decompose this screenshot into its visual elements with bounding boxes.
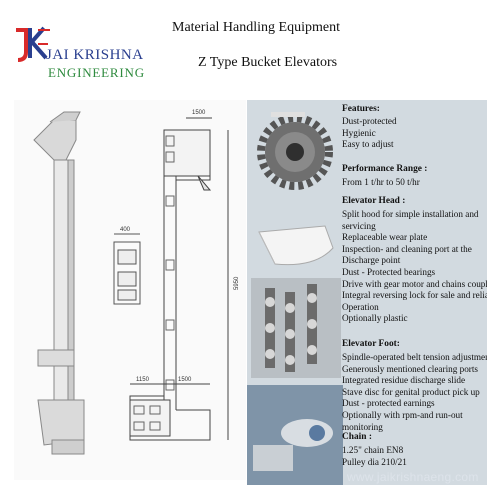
features-list: Dust-protected Hygienic Easy to adjust	[342, 116, 487, 151]
elevator-foot-photo	[247, 385, 343, 485]
performance-heading: Performance Range :	[342, 164, 428, 174]
list-item: Dust-protected	[342, 116, 397, 126]
elevator-foot-heading: Elevator Foot:	[342, 339, 400, 349]
chain-photo	[251, 278, 341, 378]
bucket-detail	[113, 233, 141, 305]
sprocket-photo	[253, 110, 337, 190]
list-item: Hygienic	[342, 127, 376, 138]
list-item: Pulley dia 210/21	[342, 456, 407, 467]
elevator-foot-list: Spindle-operated belt tension adjustment…	[342, 352, 487, 433]
list-item: Replaceable wear plate	[342, 232, 428, 243]
company-name: JAI KRISHNA	[46, 47, 144, 63]
company-division: ENGINEERING	[48, 65, 145, 80]
list-item: Split hood for simple installation and	[342, 209, 479, 219]
list-item: servicing	[342, 220, 376, 231]
list-item: 1.25" chain EN8	[342, 445, 404, 455]
technical-drawing: 400 1500 5950 1150 1500	[14, 100, 246, 480]
dimension-height: 5950	[234, 276, 240, 290]
bucket-dimension: 400	[120, 227, 131, 233]
elevator-head-list: Split hood for simple installation and s…	[342, 209, 487, 325]
chain-heading: Chain :	[342, 432, 372, 442]
list-item: Discharge point	[342, 255, 401, 266]
elevator-head-heading: Elevator Head :	[342, 196, 406, 206]
dimension-bottom-right: 1500	[178, 377, 192, 383]
chain-list: 1.25" chain EN8 Pulley dia 210/21	[342, 445, 487, 468]
website-watermark: www.jaikrishnaeng.com	[347, 470, 479, 484]
dimension-bottom-left: 1150	[136, 377, 150, 383]
company-logo	[10, 22, 52, 64]
feature-panel: Features: Dust-protected Hygienic Easy t…	[247, 100, 487, 485]
list-item: Inspection- and cleaning port at the	[342, 243, 472, 254]
list-item: Easy to adjust	[342, 139, 394, 150]
list-item: From 1 t/hr to 50 t/hr	[342, 177, 420, 187]
list-item: Optionally plastic	[342, 313, 408, 324]
dimension-top: 1500	[192, 110, 206, 116]
list-item: Generously mentioned clearing ports	[342, 363, 478, 374]
list-item: Integral reversing lock for sale and rel…	[342, 290, 487, 301]
elevator-3d-sketch	[33, 111, 85, 455]
list-item: Dust - protected earnings	[342, 398, 435, 409]
list-item: monitoring	[342, 421, 383, 432]
list-item: Spindle-operated belt tension adjustment	[342, 352, 487, 362]
features-heading: Features:	[342, 104, 380, 114]
page-subtitle: Z Type Bucket Elevators	[198, 55, 338, 70]
list-item: Drive with gear motor and chains couplin…	[342, 278, 487, 289]
bucket-photo	[255, 218, 335, 274]
elevator-side-view	[129, 117, 229, 441]
page-title: Material Handling Equipment	[172, 20, 340, 35]
list-item: Operation	[342, 301, 379, 312]
list-item: Integrated residue discharge slide	[342, 375, 466, 386]
list-item: Stave disc for genital product pick up	[342, 386, 480, 397]
list-item: Optionally with rpm-and run-out	[342, 409, 463, 420]
performance-list: From 1 t/hr to 50 t/hr	[342, 177, 487, 189]
list-item: Dust - Protected bearings	[342, 266, 436, 277]
